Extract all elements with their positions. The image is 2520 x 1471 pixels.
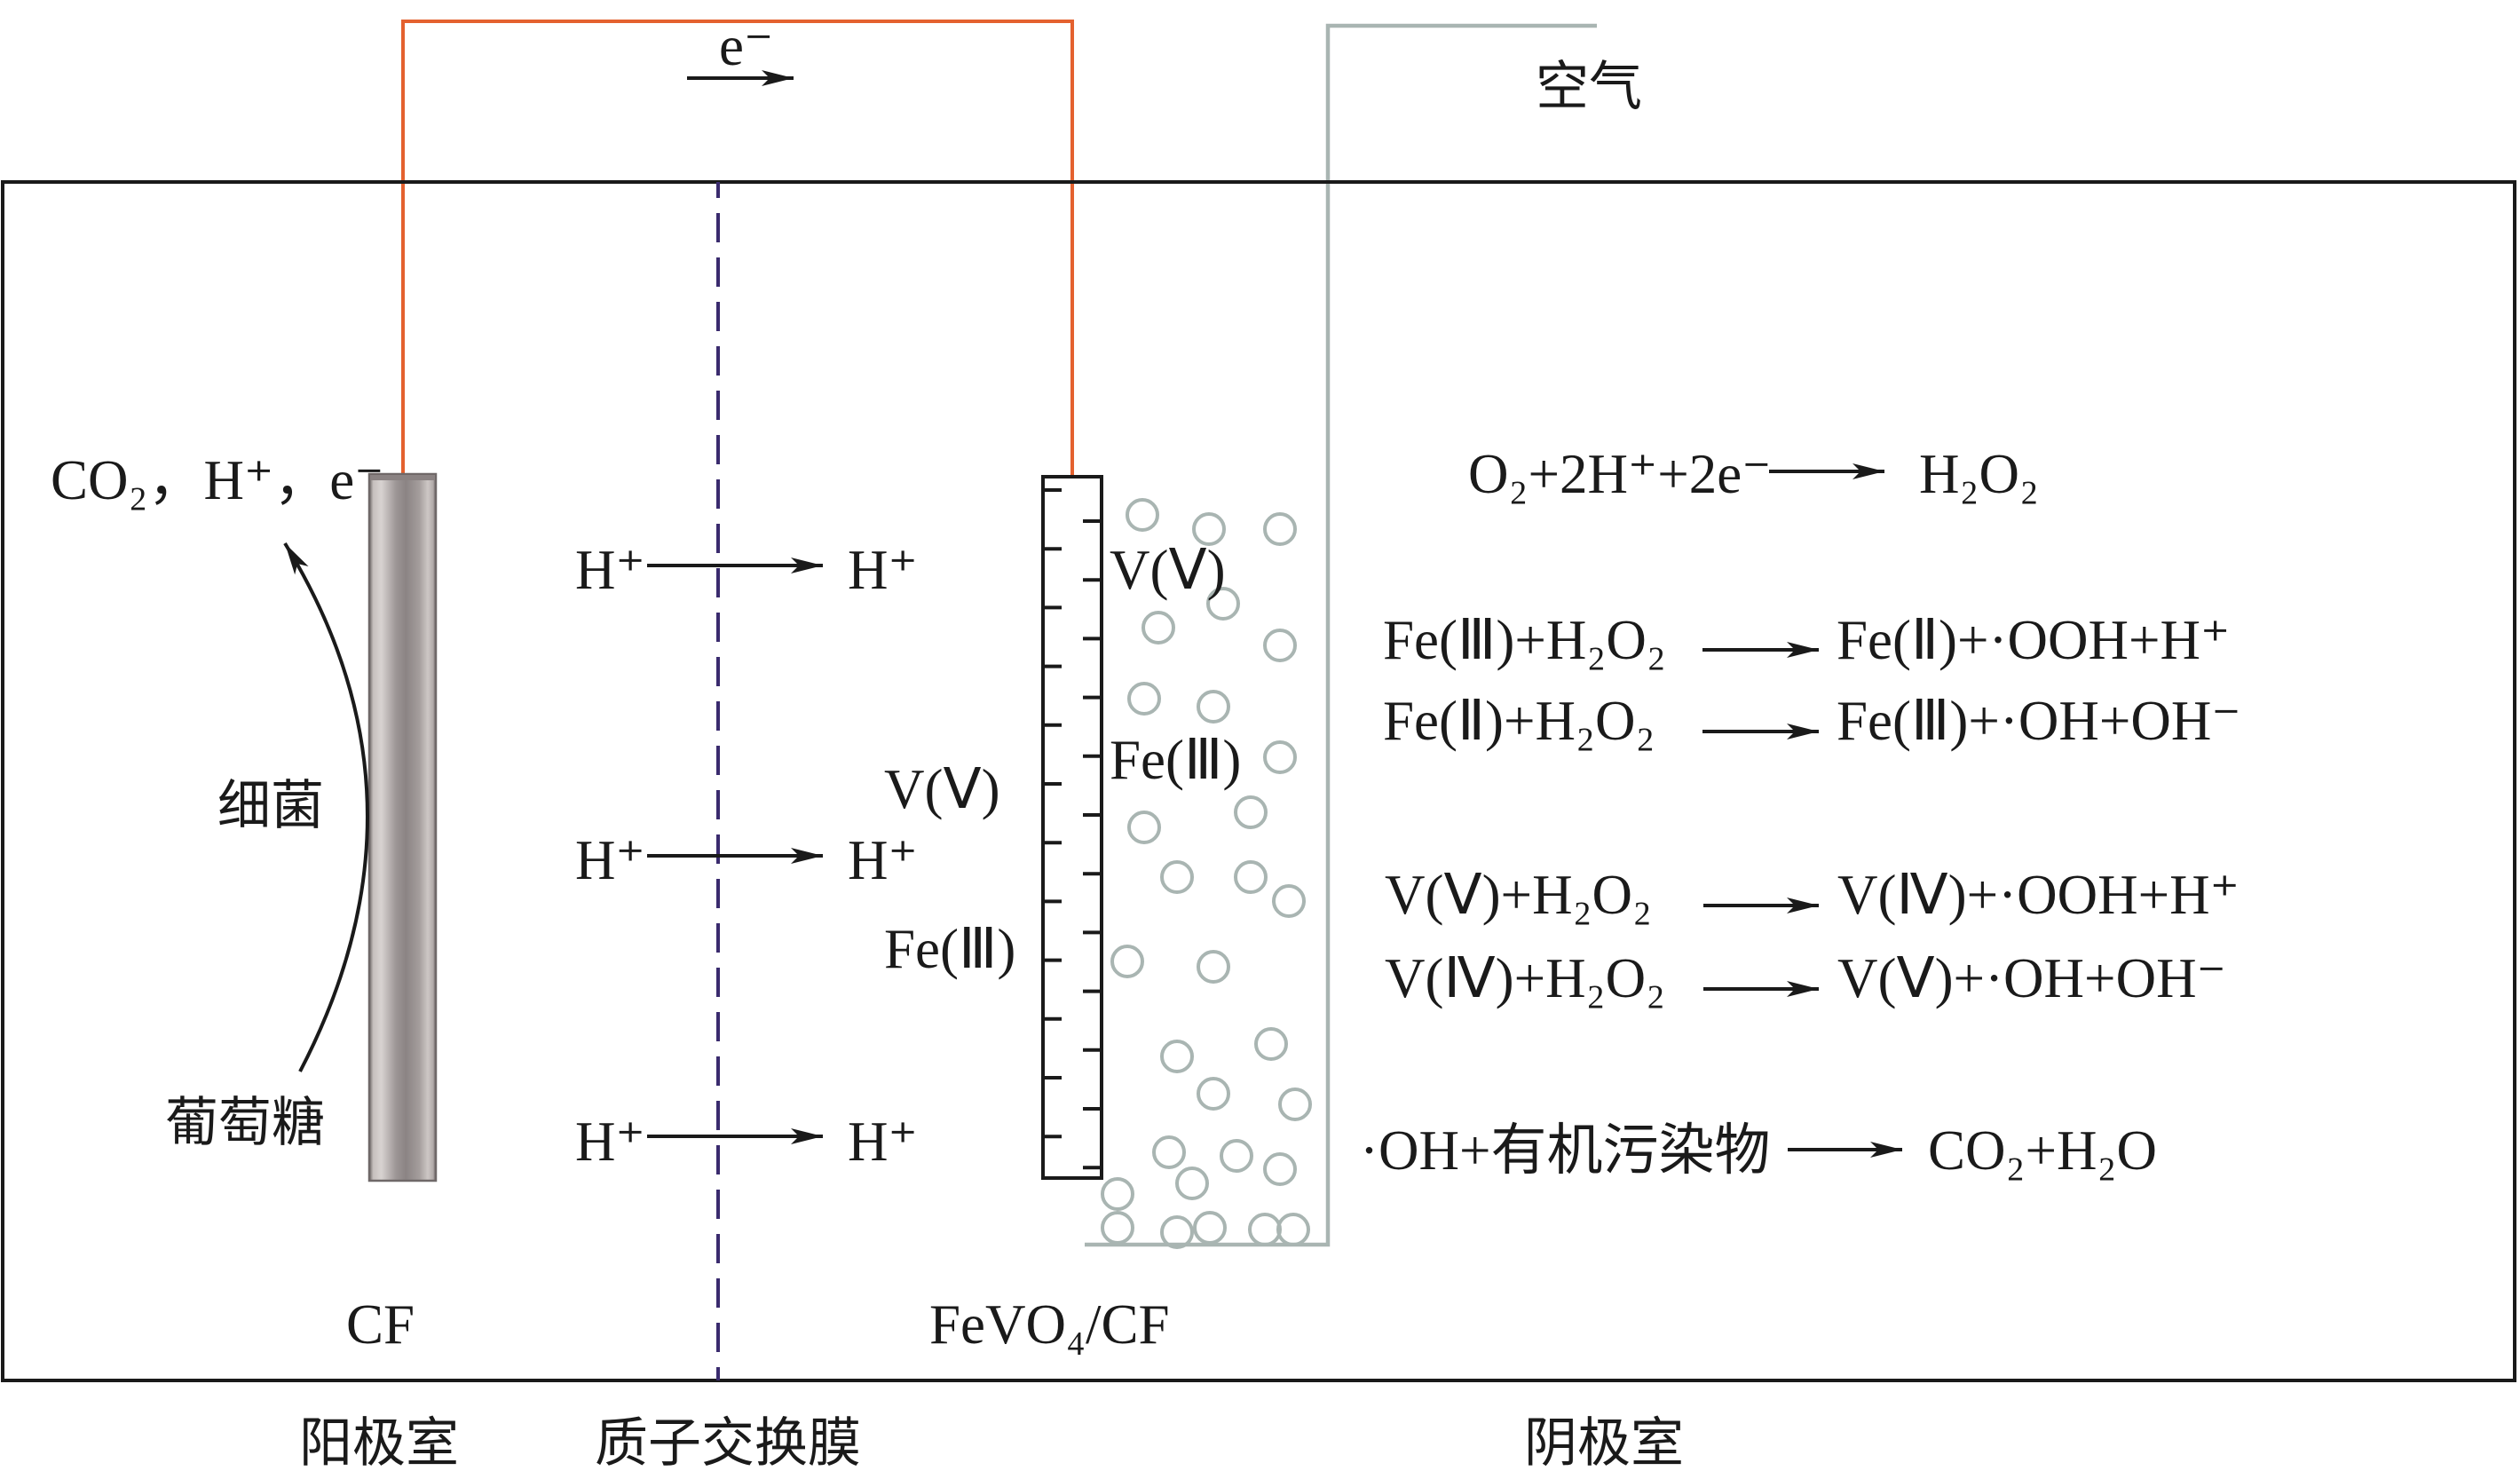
air-label: 空气 — [1536, 58, 1642, 116]
species-right-vanadium: V(Ⅴ) — [1110, 539, 1226, 601]
air-bubble — [1127, 811, 1161, 844]
air-bubble — [1254, 1027, 1288, 1061]
cathode-electrode — [1041, 475, 1103, 1180]
anode-electrode — [367, 472, 438, 1182]
reaction-reactants: ·OH+有机污染物 — [1360, 1119, 1771, 1182]
anode-chamber-label: 阳极室 — [299, 1414, 459, 1471]
species-right-iron: Fe(Ⅲ) — [1110, 729, 1241, 791]
air-bubble — [1142, 611, 1175, 645]
air-bubble — [1127, 682, 1161, 716]
proton-to-label: H⁺ — [848, 539, 918, 601]
air-bubbles — [1101, 498, 1312, 1249]
reaction-products: H₂O₂ — [1919, 443, 2039, 505]
air-bubble — [1206, 587, 1240, 621]
proton-to-label: H⁺ — [848, 1111, 918, 1173]
reaction-products: CO₂+H₂O — [1928, 1119, 2157, 1182]
air-bubble — [1101, 1211, 1134, 1245]
bacteria-oxidation-arrow — [283, 542, 369, 1072]
proton-to-label: H⁺ — [848, 829, 918, 891]
reaction-reactants: Fe(Ⅲ)+H₂O₂ — [1383, 609, 1666, 671]
reaction-reactants: O₂+2H⁺+2e⁻ — [1468, 443, 1772, 505]
reaction-reactants: V(Ⅴ)+H₂O₂ — [1385, 864, 1652, 926]
cathode-electrode-label: FeVO₄/CF — [929, 1293, 1170, 1356]
anode-electrode-label: CF — [346, 1293, 415, 1356]
air-bubble — [1126, 498, 1159, 532]
fevo4-electrode-body — [1041, 475, 1103, 1180]
air-bubble — [1192, 512, 1226, 546]
reactor-outline — [1, 180, 2516, 1382]
bacteria-label: 细菌 — [217, 777, 324, 835]
species-left-vanadium: V(Ⅴ) — [884, 758, 1000, 820]
cf-electrode-cap — [370, 475, 435, 480]
air-bubble — [1248, 1213, 1282, 1246]
cathode-chamber-label: 阴极室 — [1524, 1414, 1684, 1471]
cf-electrode-body — [367, 472, 438, 1182]
reaction-reactants: V(Ⅳ)+H₂O₂ — [1385, 947, 1665, 1009]
air-bubble — [1220, 1139, 1253, 1173]
anode-products-label: CO₂，H⁺，e⁻ — [51, 449, 383, 511]
air-bubble — [1110, 945, 1144, 978]
air-bubble — [1234, 795, 1268, 829]
air-bubble — [1160, 1040, 1194, 1073]
reaction-products: Fe(Ⅱ)+·OOH+H⁺ — [1837, 609, 2230, 671]
glucose-label: 葡萄糖 — [165, 1094, 325, 1152]
air-bubble — [1197, 1077, 1230, 1111]
membrane-label: 质子交换膜 — [595, 1414, 861, 1471]
proton-from-label: H⁺ — [575, 1111, 645, 1173]
air-bubble — [1276, 1213, 1310, 1246]
reaction-products: Fe(Ⅲ)+·OH+OH⁻ — [1837, 690, 2241, 752]
air-bubble — [1263, 629, 1297, 662]
air-bubble — [1263, 1152, 1297, 1186]
air-bubble — [1234, 860, 1268, 894]
proton-from-label: H⁺ — [575, 539, 645, 601]
reaction-reactants: Fe(Ⅱ)+H₂O₂ — [1383, 690, 1655, 752]
reaction-products: V(Ⅳ)+·OOH+H⁺ — [1837, 864, 2240, 926]
air-bubble — [1263, 512, 1297, 546]
air-bubble — [1278, 1087, 1312, 1121]
reaction-list: O₂+2H⁺+2e⁻ H₂O₂ Fe(Ⅲ)+H₂O₂ Fe(Ⅱ)+·OOH+H⁺… — [1360, 443, 2241, 1182]
air-bubble — [1175, 1167, 1209, 1200]
air-bubble — [1193, 1211, 1227, 1245]
air-bubble — [1197, 690, 1230, 724]
air-bubble — [1272, 884, 1306, 918]
air-bubble — [1152, 1135, 1186, 1169]
proton-from-label: H⁺ — [575, 829, 645, 891]
reaction-products: V(Ⅴ)+·OH+OH⁻ — [1837, 947, 2226, 1009]
air-inlet-tube — [1085, 23, 1597, 1247]
air-bubble — [1160, 1215, 1194, 1249]
air-bubble — [1197, 950, 1230, 984]
external-circuit-wire — [401, 20, 1074, 477]
species-left-iron: Fe(Ⅲ) — [884, 918, 1015, 980]
air-bubble — [1101, 1177, 1134, 1211]
electron-label: e⁻ — [719, 15, 773, 77]
air-bubble — [1263, 740, 1297, 774]
electrode-tick-marks — [1043, 488, 1102, 1170]
air-bubble — [1160, 860, 1194, 894]
